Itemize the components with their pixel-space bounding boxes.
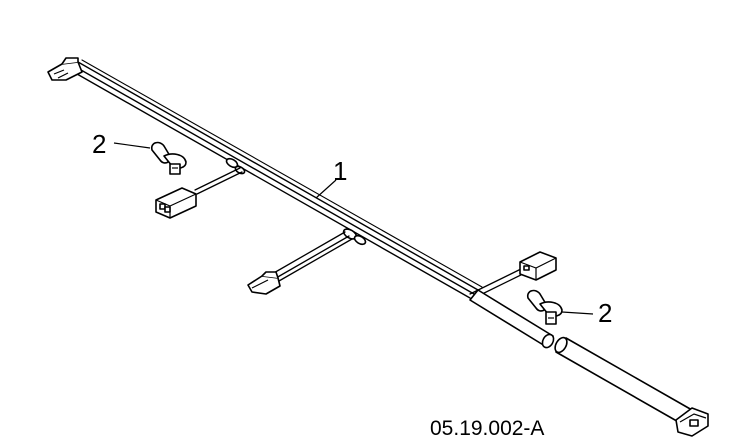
clip-upper-left [150,141,187,175]
junction-middle [342,228,367,246]
connector-right [519,251,557,281]
terminal-connector-middle [247,271,281,295]
terminal-connector-top-left [47,57,83,81]
clip-lower-right [526,289,563,325]
branch-upper-left [194,167,243,195]
harness-trunk [69,59,483,299]
leader-lines [113,142,594,315]
branch-middle [271,231,353,282]
conduit-lower [554,336,693,425]
junction-upper [225,157,246,175]
callout-label-1: 1 [333,156,347,186]
connector-upper-left [155,187,197,219]
figure-reference-code: 05.19.002-A [430,417,544,440]
callout-label-2-upper: 2 [92,129,106,159]
connector-bottom-right [675,407,709,437]
conduit-upper [469,289,555,349]
callout-label-2-lower: 2 [598,298,612,328]
